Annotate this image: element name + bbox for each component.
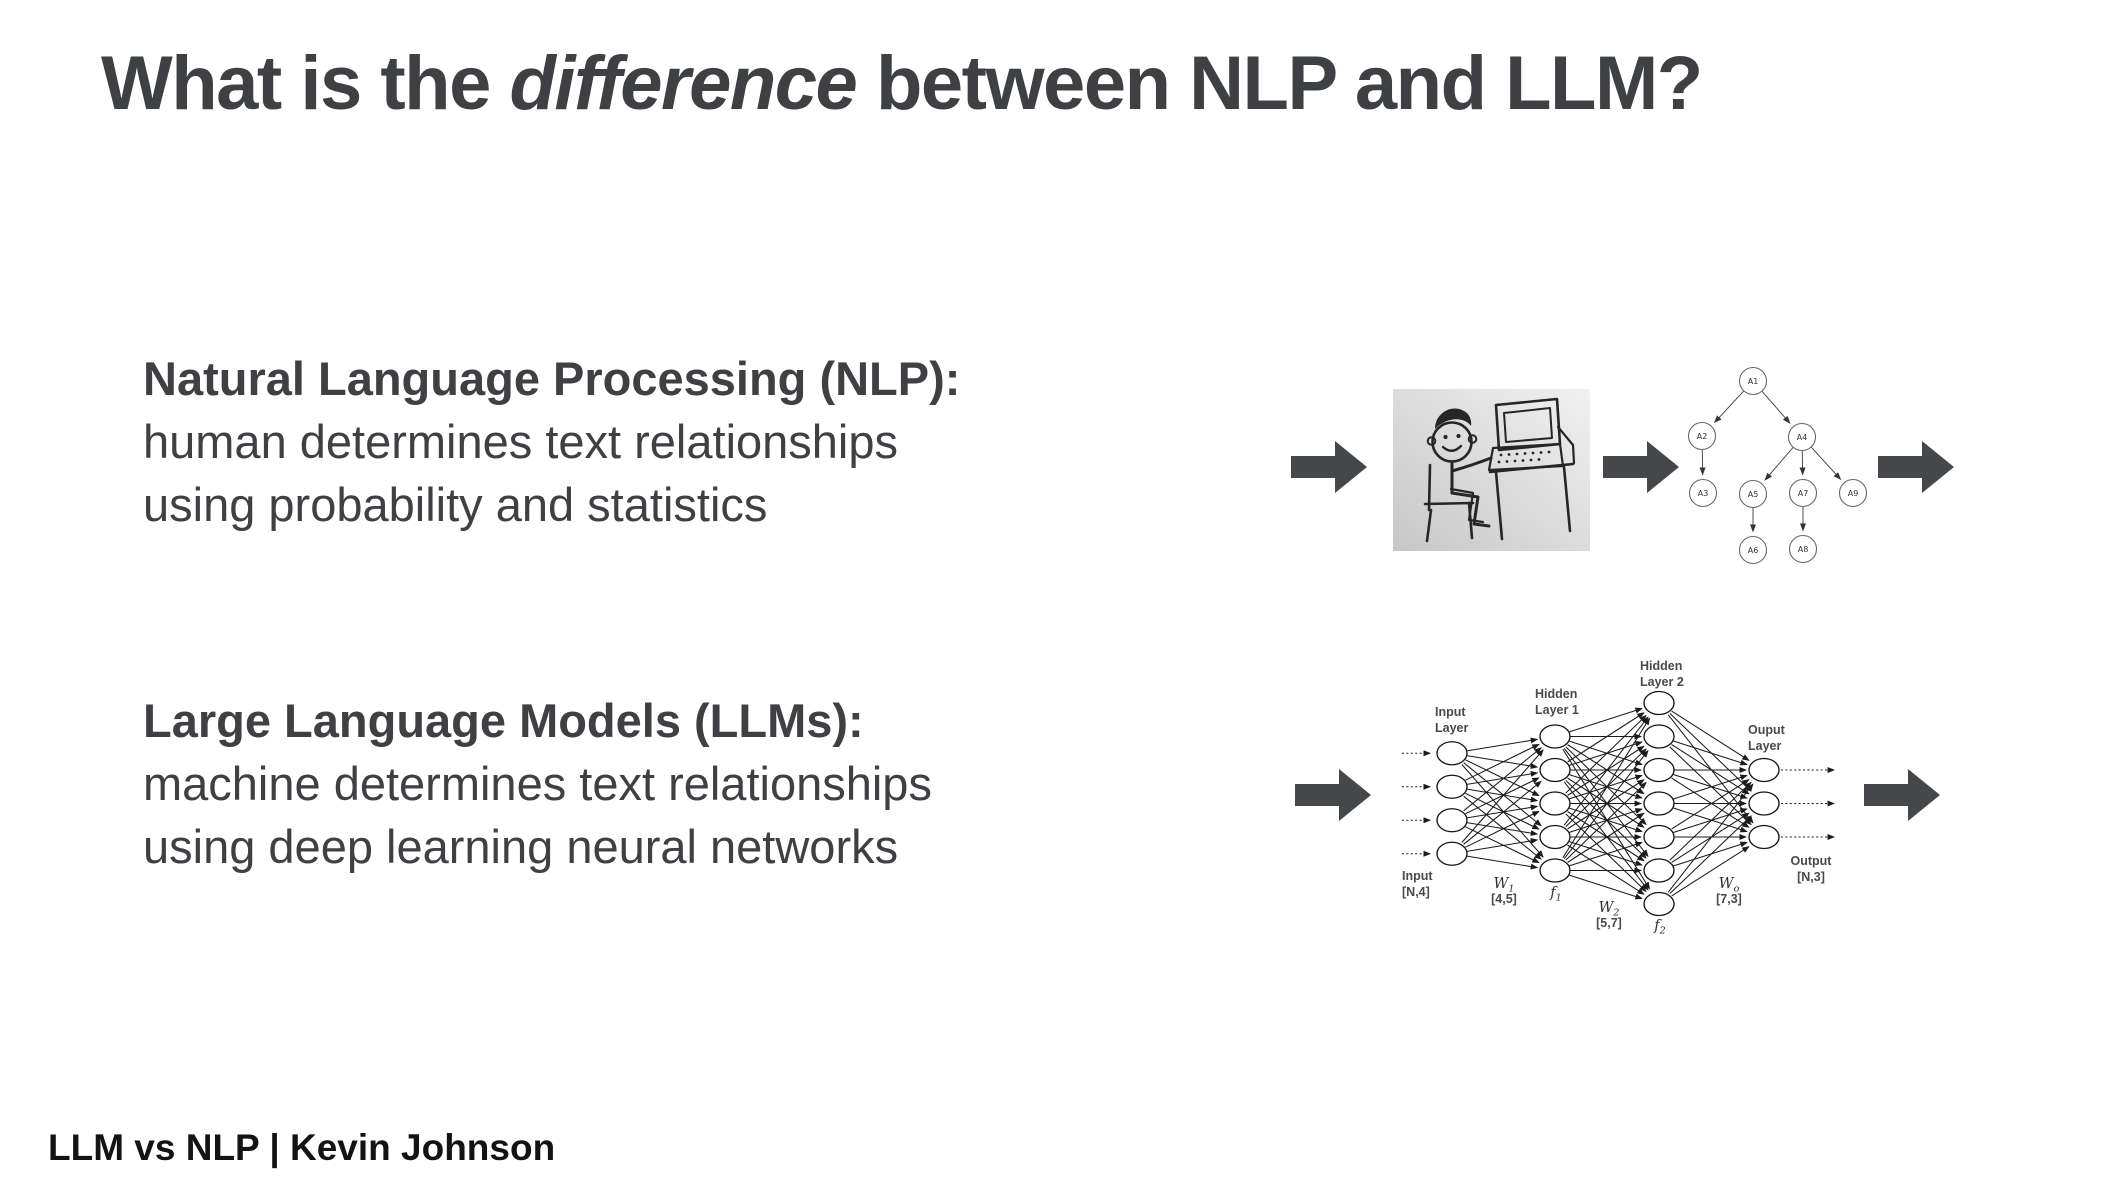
- svg-text:A1: A1: [1748, 377, 1759, 386]
- nlp-line-1: human determines text relationships: [143, 415, 899, 468]
- flow-arrow-icon: [1291, 441, 1367, 493]
- svg-text:W2: W2: [1599, 900, 1620, 919]
- svg-text:f2: f2: [1653, 918, 1665, 937]
- human-at-computer-sketch: [1393, 389, 1590, 551]
- svg-text:A8: A8: [1798, 545, 1809, 554]
- svg-text:W1: W1: [1494, 876, 1515, 895]
- flow-arrow-icon: [1295, 769, 1371, 821]
- title-prefix: What is the: [101, 41, 510, 126]
- svg-text:A5: A5: [1748, 490, 1759, 499]
- svg-text:[7,3]: [7,3]: [1716, 892, 1742, 906]
- svg-text:A2: A2: [1697, 432, 1708, 441]
- svg-text:A4: A4: [1797, 433, 1808, 442]
- svg-text:f1: f1: [1549, 885, 1561, 904]
- svg-text:A9: A9: [1848, 489, 1859, 498]
- svg-text:[4,5]: [4,5]: [1491, 892, 1517, 906]
- svg-text:Wo: Wo: [1719, 876, 1740, 895]
- svg-text:[5,7]: [5,7]: [1596, 916, 1622, 930]
- slide-title: What is the difference between NLP and L…: [101, 46, 1703, 122]
- flow-arrow-icon: [1878, 441, 1954, 493]
- svg-text:A7: A7: [1798, 489, 1809, 498]
- title-emphasis: difference: [509, 41, 857, 126]
- title-suffix: between NLP and LLM?: [856, 41, 1703, 126]
- flow-arrow-icon: [1603, 441, 1679, 493]
- svg-text:Input[N,4]: Input[N,4]: [1402, 869, 1433, 899]
- nlp-definition-block: Natural Language Processing (NLP): human…: [143, 347, 960, 536]
- nlp-heading: Natural Language Processing (NLP):: [143, 352, 961, 405]
- footer-credit: LLM vs NLP | Kevin Johnson: [48, 1127, 556, 1168]
- llm-heading: Large Language Models (LLMs):: [143, 694, 864, 747]
- nlp-line-2: using probability and statistics: [143, 478, 768, 531]
- llm-definition-block: Large Language Models (LLMs): machine de…: [143, 689, 932, 878]
- llm-line-1: machine determines text relationships: [143, 757, 932, 810]
- svg-text:A3: A3: [1698, 489, 1709, 498]
- svg-text:A6: A6: [1748, 546, 1759, 555]
- llm-line-2: using deep learning neural networks: [143, 820, 899, 873]
- svg-text:Output[N,3]: Output[N,3]: [1791, 854, 1833, 884]
- flow-arrow-icon: [1864, 769, 1940, 821]
